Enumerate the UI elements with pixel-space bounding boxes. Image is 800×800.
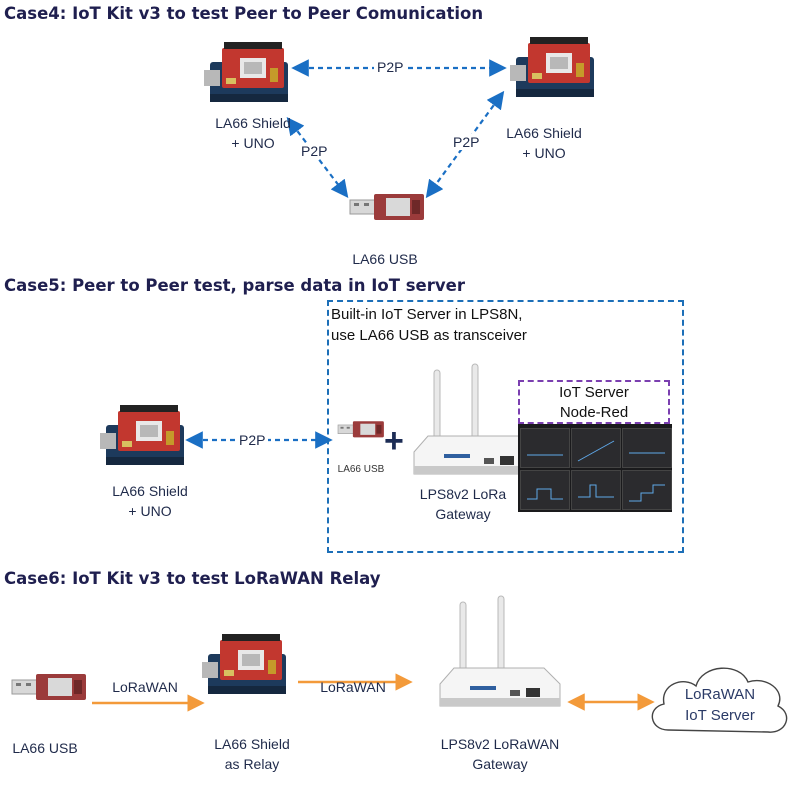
case6-heading: Case6: IoT Kit v3 to test LoRaWAN Relay	[4, 569, 381, 588]
lorawan-label-2: LoRaWAN	[320, 679, 386, 695]
dashboard-panel	[520, 470, 570, 510]
lorawan-label-1: LoRaWAN	[112, 679, 178, 695]
dashboard-panel	[622, 470, 672, 510]
node-red-dashboard-screenshot	[518, 424, 672, 512]
iot-server-node-red-box	[518, 380, 670, 424]
case4-right-device-label: LA66 Shield + UNO	[506, 125, 582, 161]
p2p-label-right: P2P	[450, 134, 483, 150]
case6-gateway-label: LPS8v2 LoRaWAN Gateway	[440, 736, 560, 772]
p2p-label-top: P2P	[374, 59, 407, 75]
case5-gateway-label: LPS8v2 LoRa Gateway	[419, 486, 507, 522]
lorawan-iot-server-cloud-label: LoRaWAN IoT Server	[684, 686, 756, 724]
case5-usb-label: LA66 USB	[337, 464, 385, 475]
dashboard-panel	[520, 428, 570, 468]
plus-sign: +	[384, 422, 404, 460]
la66-usb-device	[349, 193, 425, 221]
case4-left-device-label: LA66 Shield + UNO	[215, 115, 291, 151]
la66-shield-relay-device	[202, 634, 286, 694]
dashboard-panel	[622, 428, 672, 468]
cloud-shape	[651, 667, 788, 733]
case4-heading: Case4: IoT Kit v3 to test Peer to Peer C…	[4, 4, 484, 23]
case6-relay-label: LA66 Shield as Relay	[214, 736, 290, 772]
dashboard-panel	[571, 470, 621, 510]
case5-heading: Case5: Peer to Peer test, parse data in …	[4, 276, 465, 295]
la66-shield-uno-device	[100, 405, 184, 465]
lps8v2-lorawan-gateway-device	[439, 595, 561, 707]
lps8n-box-title: Built-in IoT Server in LPS8N, use LA66 U…	[331, 306, 527, 344]
dashboard-panel	[571, 428, 621, 468]
case6-usb-label: LA66 USB	[12, 740, 78, 756]
iot-server-node-red-title: IoT Server Node-Red	[559, 384, 629, 421]
p2p-label-left: P2P	[298, 143, 331, 159]
la66-shield-uno-device-right	[510, 37, 594, 97]
case5-device-label: LA66 Shield + UNO	[112, 483, 188, 519]
lps8n-builtin-server-box	[327, 300, 684, 553]
case4-usb-label: LA66 USB	[352, 251, 418, 267]
la66-usb-device	[11, 673, 87, 701]
la66-shield-uno-device-left	[204, 42, 288, 102]
p2p-label: P2P	[236, 432, 269, 448]
